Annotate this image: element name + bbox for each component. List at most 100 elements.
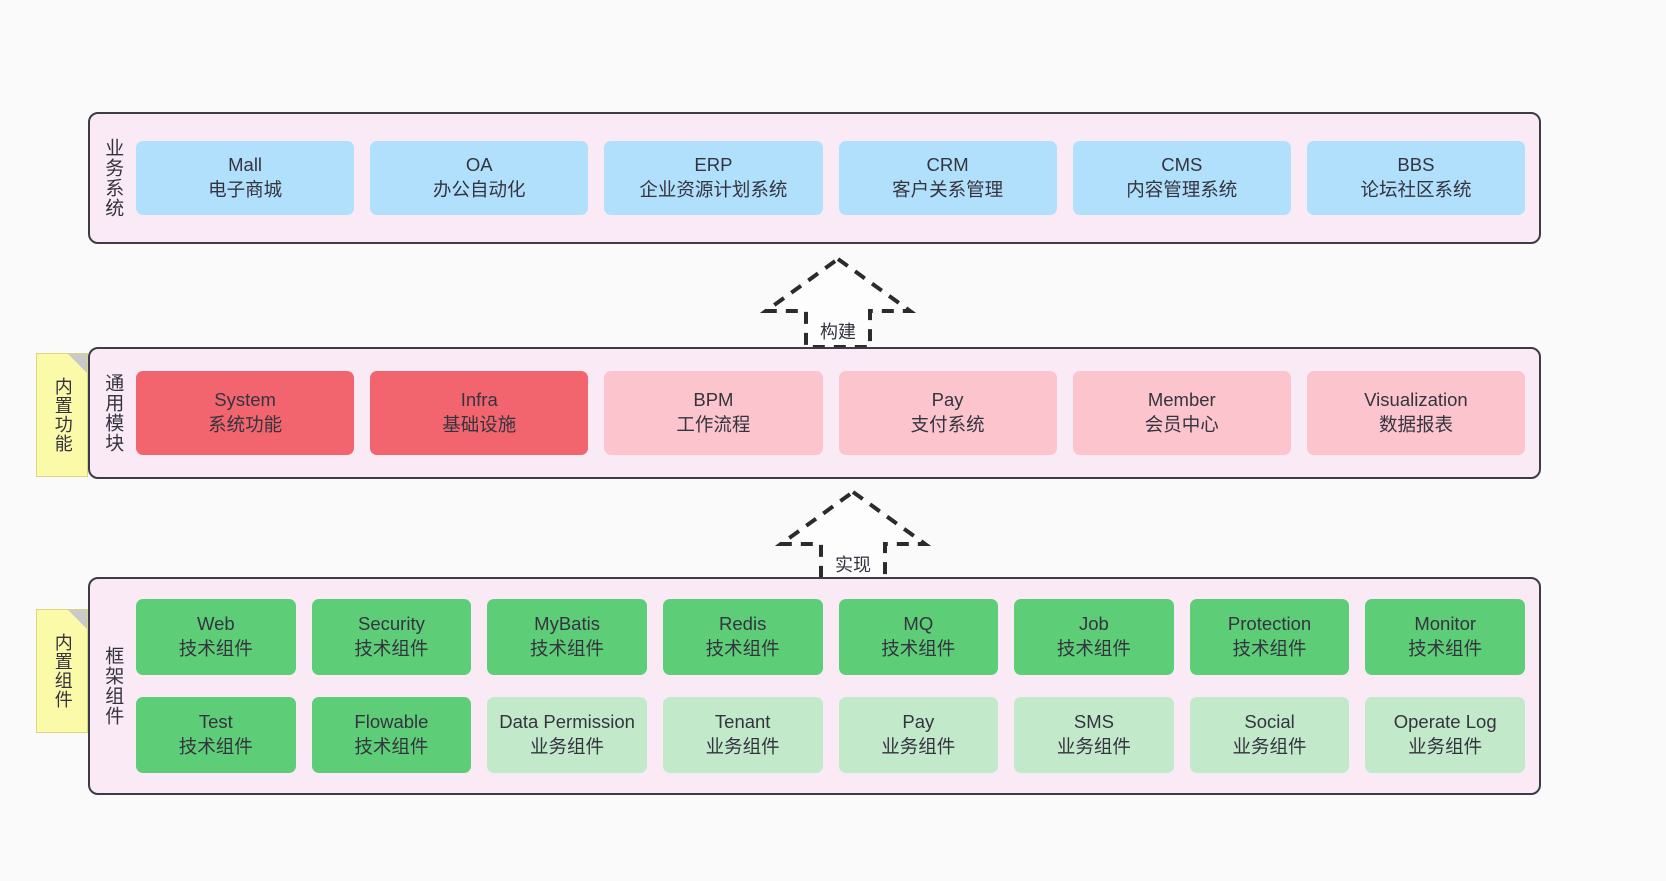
connector-realize-label: 实现 bbox=[835, 555, 871, 575]
node-test-name: Test bbox=[198, 711, 233, 733]
node-sms-name: SMS bbox=[1073, 711, 1114, 733]
node-sms-desc: 业务组件 bbox=[1056, 736, 1131, 757]
node-data-permission-desc: 业务组件 bbox=[530, 736, 605, 757]
node-pay-component-desc: 业务组件 bbox=[881, 736, 956, 757]
note-fold-corner-icon bbox=[68, 354, 87, 373]
node-crm-desc: 客户关系管理 bbox=[892, 179, 1004, 200]
node-security-name: Security bbox=[358, 613, 425, 635]
node-visualization[interactable]: Visualization 数据报表 bbox=[1306, 371, 1526, 455]
node-erp-name: ERP bbox=[694, 154, 733, 176]
connector-realize-arrow: 实现 bbox=[775, 488, 931, 580]
node-mall[interactable]: Mall 电子商城 bbox=[136, 141, 355, 215]
node-bbs-name: BBS bbox=[1397, 154, 1435, 176]
node-oa-name: OA bbox=[465, 154, 493, 176]
node-mq-name: MQ bbox=[903, 613, 934, 635]
node-mybatis-name: MyBatis bbox=[534, 613, 600, 635]
node-bpm-name: BPM bbox=[693, 389, 734, 411]
node-mybatis[interactable]: MyBatis 技术组件 bbox=[487, 599, 647, 675]
node-bpm[interactable]: BPM 工作流程 bbox=[604, 371, 823, 455]
node-cms-name: CMS bbox=[1161, 154, 1203, 176]
node-mq-desc: 技术组件 bbox=[881, 638, 956, 659]
node-infra[interactable]: Infra 基础设施 bbox=[370, 371, 589, 455]
node-system-desc: 系统功能 bbox=[208, 414, 283, 435]
layer-title-business-system: 业务系统 bbox=[102, 138, 124, 218]
node-flowable[interactable]: Flowable 技术组件 bbox=[311, 697, 472, 773]
note-builtin-features: 内置功能 bbox=[36, 353, 88, 477]
node-job-name: Job bbox=[1079, 613, 1109, 635]
note-builtin-components-text: 内置组件 bbox=[52, 633, 73, 709]
node-mall-name: Mall bbox=[228, 154, 263, 176]
layer-title-framework-components: 框架组件 bbox=[102, 646, 124, 726]
node-crm-name: CRM bbox=[926, 154, 969, 176]
row-common-modules: System 系统功能 Infra 基础设施 BPM 工作流程 Pay 支付系统… bbox=[136, 371, 1526, 455]
row-business-components: Test 技术组件 Flowable 技术组件 Data Permission … bbox=[136, 697, 1525, 773]
node-operate-log-name: Operate Log bbox=[1393, 711, 1497, 733]
node-pay-component[interactable]: Pay 业务组件 bbox=[838, 697, 999, 773]
node-operate-log-desc: 业务组件 bbox=[1408, 736, 1483, 757]
node-data-permission[interactable]: Data Permission 业务组件 bbox=[487, 697, 647, 773]
node-test-desc: 技术组件 bbox=[178, 736, 253, 757]
node-bbs[interactable]: BBS 论坛社区系统 bbox=[1306, 141, 1526, 215]
node-job-desc: 技术组件 bbox=[1056, 638, 1131, 659]
node-system[interactable]: System 系统功能 bbox=[136, 371, 355, 455]
layer-body-business-system: Mall 电子商城 OA 办公自动化 ERP 企业资源计划系统 CRM 客户关系… bbox=[134, 114, 1539, 242]
node-web[interactable]: Web 技术组件 bbox=[136, 599, 296, 675]
node-security-desc: 技术组件 bbox=[354, 638, 429, 659]
layer-body-common-modules: System 系统功能 Infra 基础设施 BPM 工作流程 Pay 支付系统… bbox=[134, 349, 1539, 477]
node-crm[interactable]: CRM 客户关系管理 bbox=[838, 141, 1057, 215]
node-sms[interactable]: SMS 业务组件 bbox=[1014, 697, 1174, 773]
node-infra-name: Infra bbox=[460, 389, 498, 411]
node-flowable-desc: 技术组件 bbox=[354, 736, 429, 757]
node-erp[interactable]: ERP 企业资源计划系统 bbox=[604, 141, 823, 215]
node-visualization-name: Visualization bbox=[1364, 389, 1468, 411]
node-bbs-desc: 论坛社区系统 bbox=[1360, 179, 1472, 200]
node-monitor-name: Monitor bbox=[1414, 613, 1477, 635]
node-pay-module-desc: 支付系统 bbox=[910, 414, 985, 435]
node-pay-module-name: Pay bbox=[931, 389, 964, 411]
node-pay-component-name: Pay bbox=[902, 711, 935, 733]
node-tenant-name: Tenant bbox=[714, 711, 771, 733]
node-oa[interactable]: OA 办公自动化 bbox=[370, 141, 589, 215]
node-member-name: Member bbox=[1147, 389, 1216, 411]
node-protection[interactable]: Protection 技术组件 bbox=[1189, 599, 1350, 675]
node-monitor[interactable]: Monitor 技术组件 bbox=[1365, 599, 1525, 675]
node-visualization-desc: 数据报表 bbox=[1378, 414, 1453, 435]
node-web-desc: 技术组件 bbox=[178, 638, 253, 659]
layer-framework-components: 框架组件 Web 技术组件 Security 技术组件 MyBatis 技术组件… bbox=[88, 577, 1541, 795]
node-protection-name: Protection bbox=[1227, 613, 1312, 635]
node-monitor-desc: 技术组件 bbox=[1408, 638, 1483, 659]
node-redis[interactable]: Redis 技术组件 bbox=[662, 599, 823, 675]
note-builtin-features-text: 内置功能 bbox=[52, 377, 73, 453]
layer-business-system: 业务系统 Mall 电子商城 OA 办公自动化 ERP 企业资源计划系统 CRM… bbox=[88, 112, 1541, 244]
node-flowable-name: Flowable bbox=[354, 711, 429, 733]
node-protection-desc: 技术组件 bbox=[1232, 638, 1307, 659]
node-redis-name: Redis bbox=[719, 613, 767, 635]
node-erp-desc: 企业资源计划系统 bbox=[639, 179, 788, 200]
node-system-name: System bbox=[214, 389, 276, 411]
node-social[interactable]: Social 业务组件 bbox=[1189, 697, 1350, 773]
node-social-name: Social bbox=[1244, 711, 1295, 733]
node-tenant-desc: 业务组件 bbox=[705, 736, 780, 757]
node-job[interactable]: Job 技术组件 bbox=[1014, 599, 1174, 675]
node-redis-desc: 技术组件 bbox=[705, 638, 780, 659]
node-security[interactable]: Security 技术组件 bbox=[311, 599, 472, 675]
node-member[interactable]: Member 会员中心 bbox=[1072, 371, 1291, 455]
layer-body-framework-components: Web 技术组件 Security 技术组件 MyBatis 技术组件 Redi… bbox=[134, 579, 1539, 793]
connector-build-arrow: 构建 bbox=[760, 255, 916, 347]
node-pay-module[interactable]: Pay 支付系统 bbox=[838, 371, 1057, 455]
note-builtin-components: 内置组件 bbox=[36, 609, 88, 733]
node-social-desc: 业务组件 bbox=[1232, 736, 1307, 757]
node-tenant[interactable]: Tenant 业务组件 bbox=[662, 697, 823, 773]
node-mq[interactable]: MQ 技术组件 bbox=[838, 599, 999, 675]
node-member-desc: 会员中心 bbox=[1144, 414, 1219, 435]
node-operate-log[interactable]: Operate Log 业务组件 bbox=[1365, 697, 1525, 773]
layer-common-modules: 通用模块 System 系统功能 Infra 基础设施 BPM 工作流程 Pay… bbox=[88, 347, 1541, 479]
node-data-permission-name: Data Permission bbox=[499, 711, 635, 733]
node-mall-desc: 电子商城 bbox=[208, 179, 283, 200]
row-business-systems: Mall 电子商城 OA 办公自动化 ERP 企业资源计划系统 CRM 客户关系… bbox=[136, 141, 1526, 215]
node-cms[interactable]: CMS 内容管理系统 bbox=[1072, 141, 1291, 215]
node-test[interactable]: Test 技术组件 bbox=[136, 697, 296, 773]
node-oa-desc: 办公自动化 bbox=[433, 179, 526, 200]
node-cms-desc: 内容管理系统 bbox=[1126, 179, 1238, 200]
